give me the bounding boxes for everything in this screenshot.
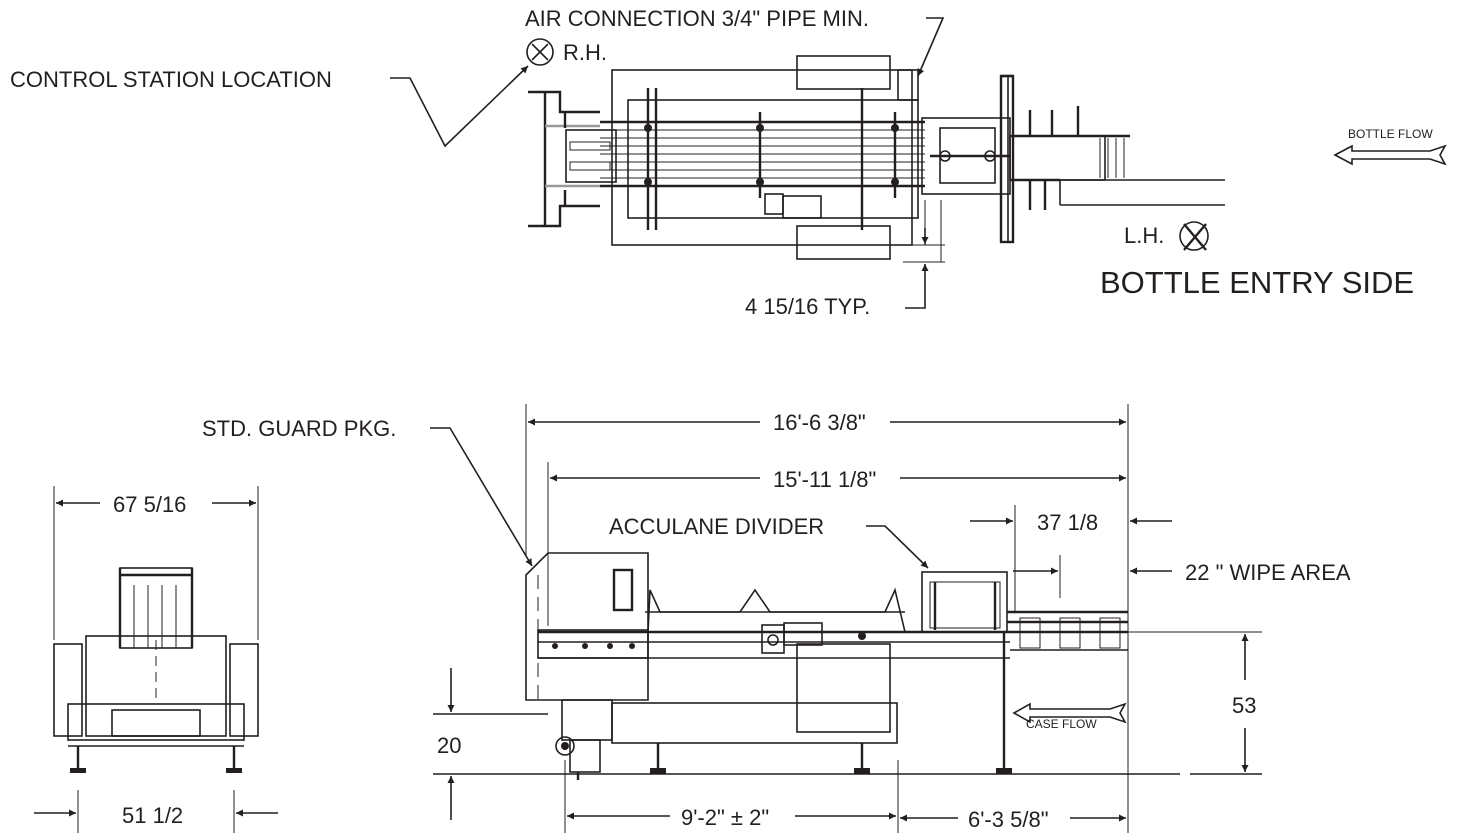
bottle-entry-side-label: BOTTLE ENTRY SIDE [1100, 265, 1414, 300]
bottle-flow-label: BOTTLE FLOW [1348, 127, 1433, 141]
end-width-top-dim: 67 5/16 [113, 492, 186, 517]
guard-housing [525, 552, 649, 701]
typ-dimension-label: 4 15/16 TYP. [745, 294, 870, 319]
discharge-end [528, 90, 617, 228]
rh-label: R.H. [563, 40, 607, 65]
guard-package-label: STD. GUARD PKG. [202, 416, 396, 441]
lower-dim-6ft: 6'-3 5/8" [968, 807, 1049, 832]
divider-dim-37: 37 1/8 [1037, 510, 1098, 535]
rh-control-station-symbol [526, 38, 554, 66]
air-connection-label: AIR CONNECTION 3/4" PIPE MIN. [525, 6, 869, 31]
side-view: 16'-6 3/8" 15'-11 1/8" STD. GUARD PKG. [202, 404, 1351, 833]
bottle-flow-arrow [1333, 144, 1447, 166]
case-flow-arrow [1012, 702, 1127, 724]
discharge-height-dim: 20 [437, 733, 461, 758]
divider-entry-section [921, 74, 1225, 244]
acculane-divider-unit [921, 571, 1008, 633]
conveyor-lanes [600, 120, 925, 188]
lower-dim-9ft: 9'-2" ± 2" [681, 805, 769, 830]
infeed-height-dim: 53 [1232, 693, 1256, 718]
lh-label: L.H. [1124, 223, 1164, 248]
wipe-area-label: 22 " WIPE AREA [1185, 560, 1351, 585]
lh-control-station-symbol [1179, 221, 1209, 251]
case-flow-label: CASE FLOW [1026, 717, 1097, 731]
top-view: AIR CONNECTION 3/4" PIPE MIN. R.H. CONTR… [10, 6, 1447, 319]
end-view: 67 5/16 51 1/2 [34, 486, 278, 833]
overall-length-dim: 16'-6 3/8" [773, 410, 866, 435]
end-width-bottom-dim: 51 1/2 [122, 803, 183, 828]
control-station-label: CONTROL STATION LOCATION [10, 67, 332, 92]
acculane-divider-label: ACCULANE DIVIDER [609, 514, 824, 539]
frame-length-dim: 15'-11 1/8" [773, 467, 876, 492]
